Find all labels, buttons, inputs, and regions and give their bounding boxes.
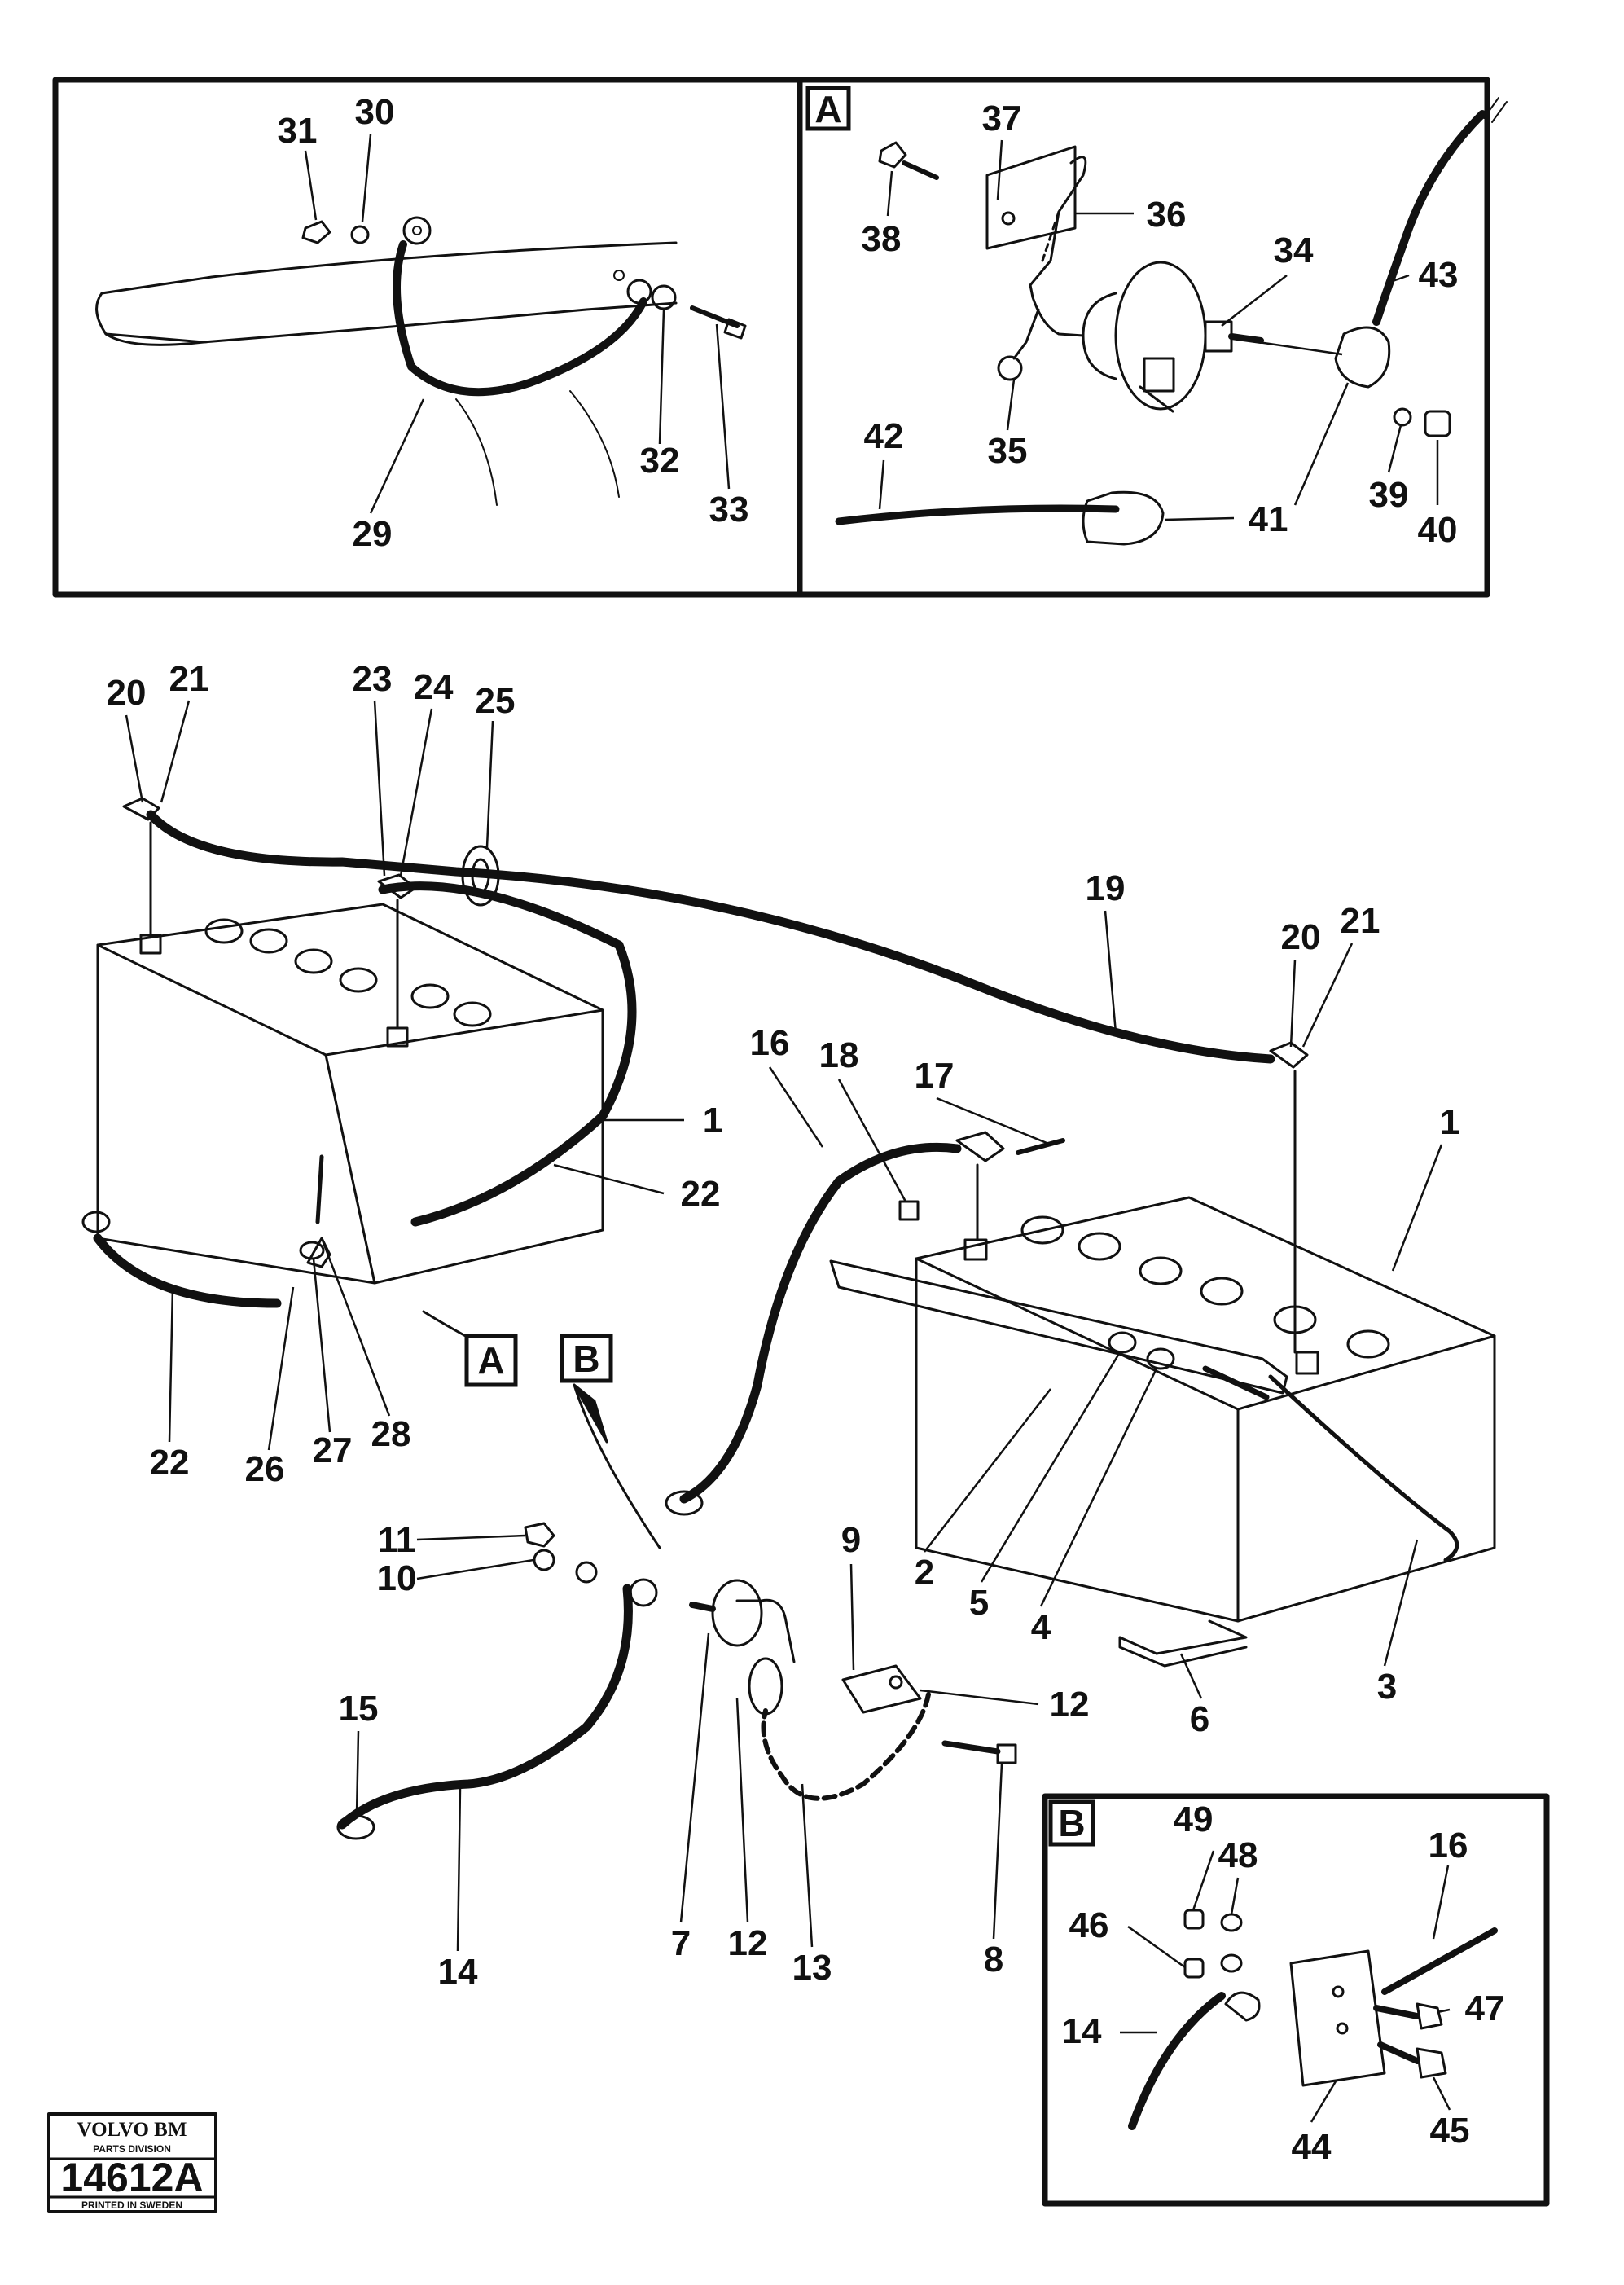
part-label: 19 <box>1086 868 1126 908</box>
part-label: 18 <box>819 1035 859 1075</box>
detail-b-labels: 49 48 16 46 47 14 44 45 <box>1062 1799 1505 2167</box>
part-label: 38 <box>862 219 902 259</box>
part-label: 20 <box>1281 917 1321 957</box>
part-label: 1 <box>1440 1102 1459 1142</box>
part-label: 9 <box>841 1520 861 1560</box>
battery-cables <box>93 810 1275 1830</box>
terminals <box>81 797 1459 1840</box>
part-label: 46 <box>1069 1905 1109 1945</box>
callout-a-letter: A <box>477 1339 504 1382</box>
part-label: 12 <box>1050 1685 1090 1725</box>
part-label: 3 <box>1377 1667 1397 1707</box>
part-label: 16 <box>1429 1826 1468 1865</box>
callout-b-letter: B <box>573 1338 599 1380</box>
main-drawing <box>81 797 1496 1840</box>
part-label: 21 <box>169 659 209 699</box>
ground-strap-drawing <box>95 216 747 506</box>
part-label: 5 <box>969 1583 989 1623</box>
detail-b-frame <box>1042 1793 1550 2207</box>
part-label: 11 <box>378 1520 416 1560</box>
detail-a-labels: 31 30 29 32 33 37 36 38 34 43 35 42 41 3… <box>278 92 1459 554</box>
part-label: 43 <box>1419 255 1459 295</box>
main-labels: 20 21 23 24 25 19 20 21 1 22 16 18 17 1 … <box>107 659 1460 1992</box>
part-label: 22 <box>681 1174 721 1214</box>
part-label: 12 <box>728 1923 768 1963</box>
part-label: 25 <box>476 681 516 721</box>
logo-text: VOLVO BM PARTS DIVISION 14612A PRINTED I… <box>60 2119 203 2211</box>
part-label: 29 <box>353 514 393 554</box>
part-label: 15 <box>339 1689 379 1729</box>
part-label: 7 <box>671 1923 691 1963</box>
part-label: 39 <box>1369 475 1409 515</box>
part-label: 40 <box>1418 510 1458 550</box>
part-label: 24 <box>414 667 454 707</box>
part-label: 13 <box>792 1948 832 1988</box>
part-label: 31 <box>278 111 318 151</box>
detail-a-letter: A <box>814 88 841 130</box>
part-label: 36 <box>1147 195 1187 235</box>
part-label: 16 <box>750 1023 790 1063</box>
callout-leaders <box>422 1310 661 1549</box>
part-label: 30 <box>355 92 395 132</box>
logo-brand: VOLVO BM <box>77 2119 187 2141</box>
part-label: 22 <box>150 1443 190 1483</box>
battery-left <box>96 903 604 1285</box>
part-label: 4 <box>1031 1607 1051 1647</box>
part-label: 17 <box>915 1056 955 1096</box>
part-label: 49 <box>1174 1799 1214 1839</box>
part-label: 26 <box>245 1449 285 1489</box>
detail-b-drawing <box>1128 1909 1498 2130</box>
part-label: 6 <box>1190 1699 1209 1739</box>
part-label: 45 <box>1430 2111 1470 2151</box>
part-label: 44 <box>1292 2127 1332 2167</box>
part-label: 34 <box>1274 231 1314 270</box>
switch-assembly <box>524 1522 1017 1801</box>
detail-b-letter: B <box>1058 1802 1085 1844</box>
part-label: 41 <box>1249 499 1288 539</box>
box-letters: A A B B <box>464 86 1095 1847</box>
part-label: 10 <box>377 1558 417 1598</box>
top-detail-frame <box>52 77 1490 598</box>
detail-a-switch-drawing <box>835 97 1508 546</box>
part-label: 2 <box>915 1553 934 1593</box>
part-label: 14 <box>438 1952 478 1992</box>
part-label: 27 <box>313 1430 353 1470</box>
leader-lines <box>125 134 1451 2123</box>
part-label: 1 <box>703 1101 722 1140</box>
part-label: 42 <box>864 416 904 456</box>
logo-division: PARTS DIVISION <box>93 2143 171 2155</box>
part-label: 48 <box>1218 1835 1258 1875</box>
part-label: 32 <box>640 441 680 481</box>
logo-code: 14612A <box>60 2155 203 2200</box>
part-label: 21 <box>1341 901 1380 941</box>
part-label: 23 <box>353 659 393 699</box>
part-label: 20 <box>107 673 147 713</box>
part-label: 8 <box>984 1940 1003 1980</box>
part-label: 33 <box>709 490 749 530</box>
part-label: 14 <box>1062 2011 1102 2051</box>
logo-printed: PRINTED IN SWEDEN <box>81 2199 182 2211</box>
part-label: 37 <box>982 99 1022 138</box>
volvo-bm-logo <box>47 2112 217 2213</box>
part-label: 28 <box>371 1414 411 1454</box>
battery-right <box>829 1196 1496 1668</box>
part-label: 47 <box>1465 1988 1505 2028</box>
part-label: 35 <box>988 431 1028 471</box>
